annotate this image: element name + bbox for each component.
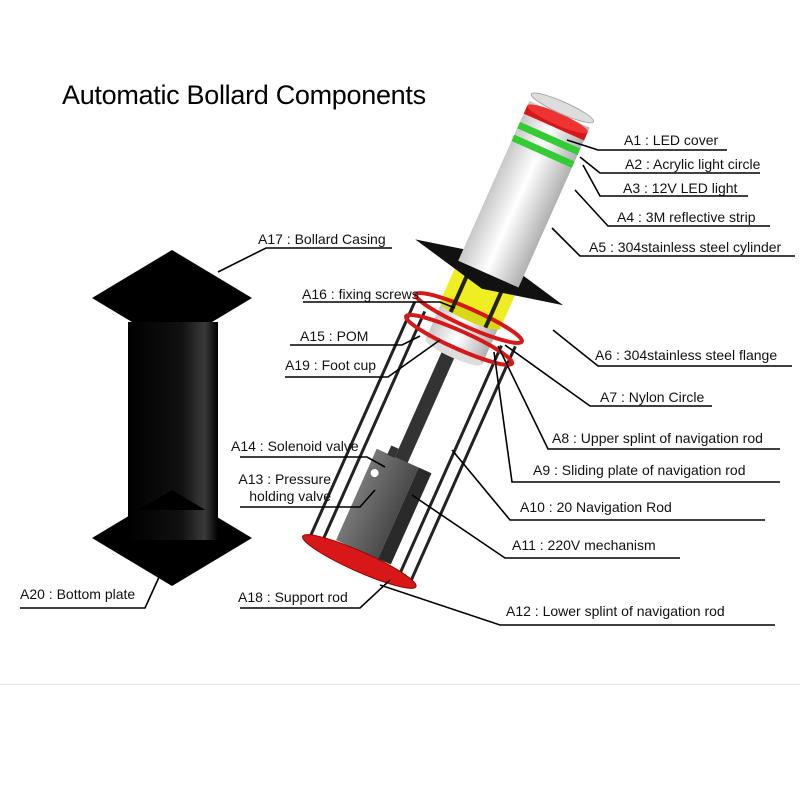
page-title: Automatic Bollard Components xyxy=(62,80,426,110)
label-a11: A11 : 220V mechanism xyxy=(512,537,656,553)
lower-splint xyxy=(302,534,417,589)
label-a15: A15 : POM xyxy=(300,328,369,344)
label-a7: A7 : Nylon Circle xyxy=(600,389,705,405)
led-cover xyxy=(530,92,595,124)
label-a18: A18 : Support rod xyxy=(238,589,348,605)
label-a6: A6 : 304stainless steel flange xyxy=(595,347,778,363)
label-a5: A5 : 304stainless steel cylinder xyxy=(589,239,782,255)
label-a13-line2: holding valve xyxy=(249,488,331,504)
steel-cylinder xyxy=(458,100,590,288)
label-a1: A1 : LED cover xyxy=(624,132,719,148)
bollard-assembly xyxy=(302,92,595,589)
upper-splint xyxy=(413,290,524,345)
label-a3: A3 : 12V LED light xyxy=(623,180,738,196)
label-a8: A8 : Upper splint of navigation rod xyxy=(552,430,763,446)
label-a2: A2 : Acrylic light circle xyxy=(625,156,761,172)
mechanism-box xyxy=(336,448,419,559)
sliding-plate xyxy=(403,312,515,367)
bollard-casing xyxy=(92,250,252,586)
label-a10: A10 : 20 Navigation Rod xyxy=(520,499,672,515)
leader-lines xyxy=(20,139,795,626)
label-a9: A9 : Sliding plate of navigation rod xyxy=(533,462,746,478)
label-a20: A20 : Bottom plate xyxy=(20,586,136,602)
piston-rod xyxy=(388,342,459,477)
label-a4: A4 : 3M reflective strip xyxy=(617,209,756,225)
label-a12: A12 : Lower splint of navigation rod xyxy=(506,603,725,619)
label-a13: A13 : Pressure holding valve xyxy=(228,471,331,505)
label-a16: A16 : fixing screws xyxy=(302,286,419,302)
pom-sleeve xyxy=(439,265,517,329)
label-a14: A14 : Solenoid valve xyxy=(231,438,359,454)
label-a19: A19 : Foot cup xyxy=(285,357,377,373)
label-a17: A17 : Bollard Casing xyxy=(258,231,386,247)
divider xyxy=(0,684,800,685)
label-a13-line1: A13 : Pressure xyxy=(238,471,331,487)
